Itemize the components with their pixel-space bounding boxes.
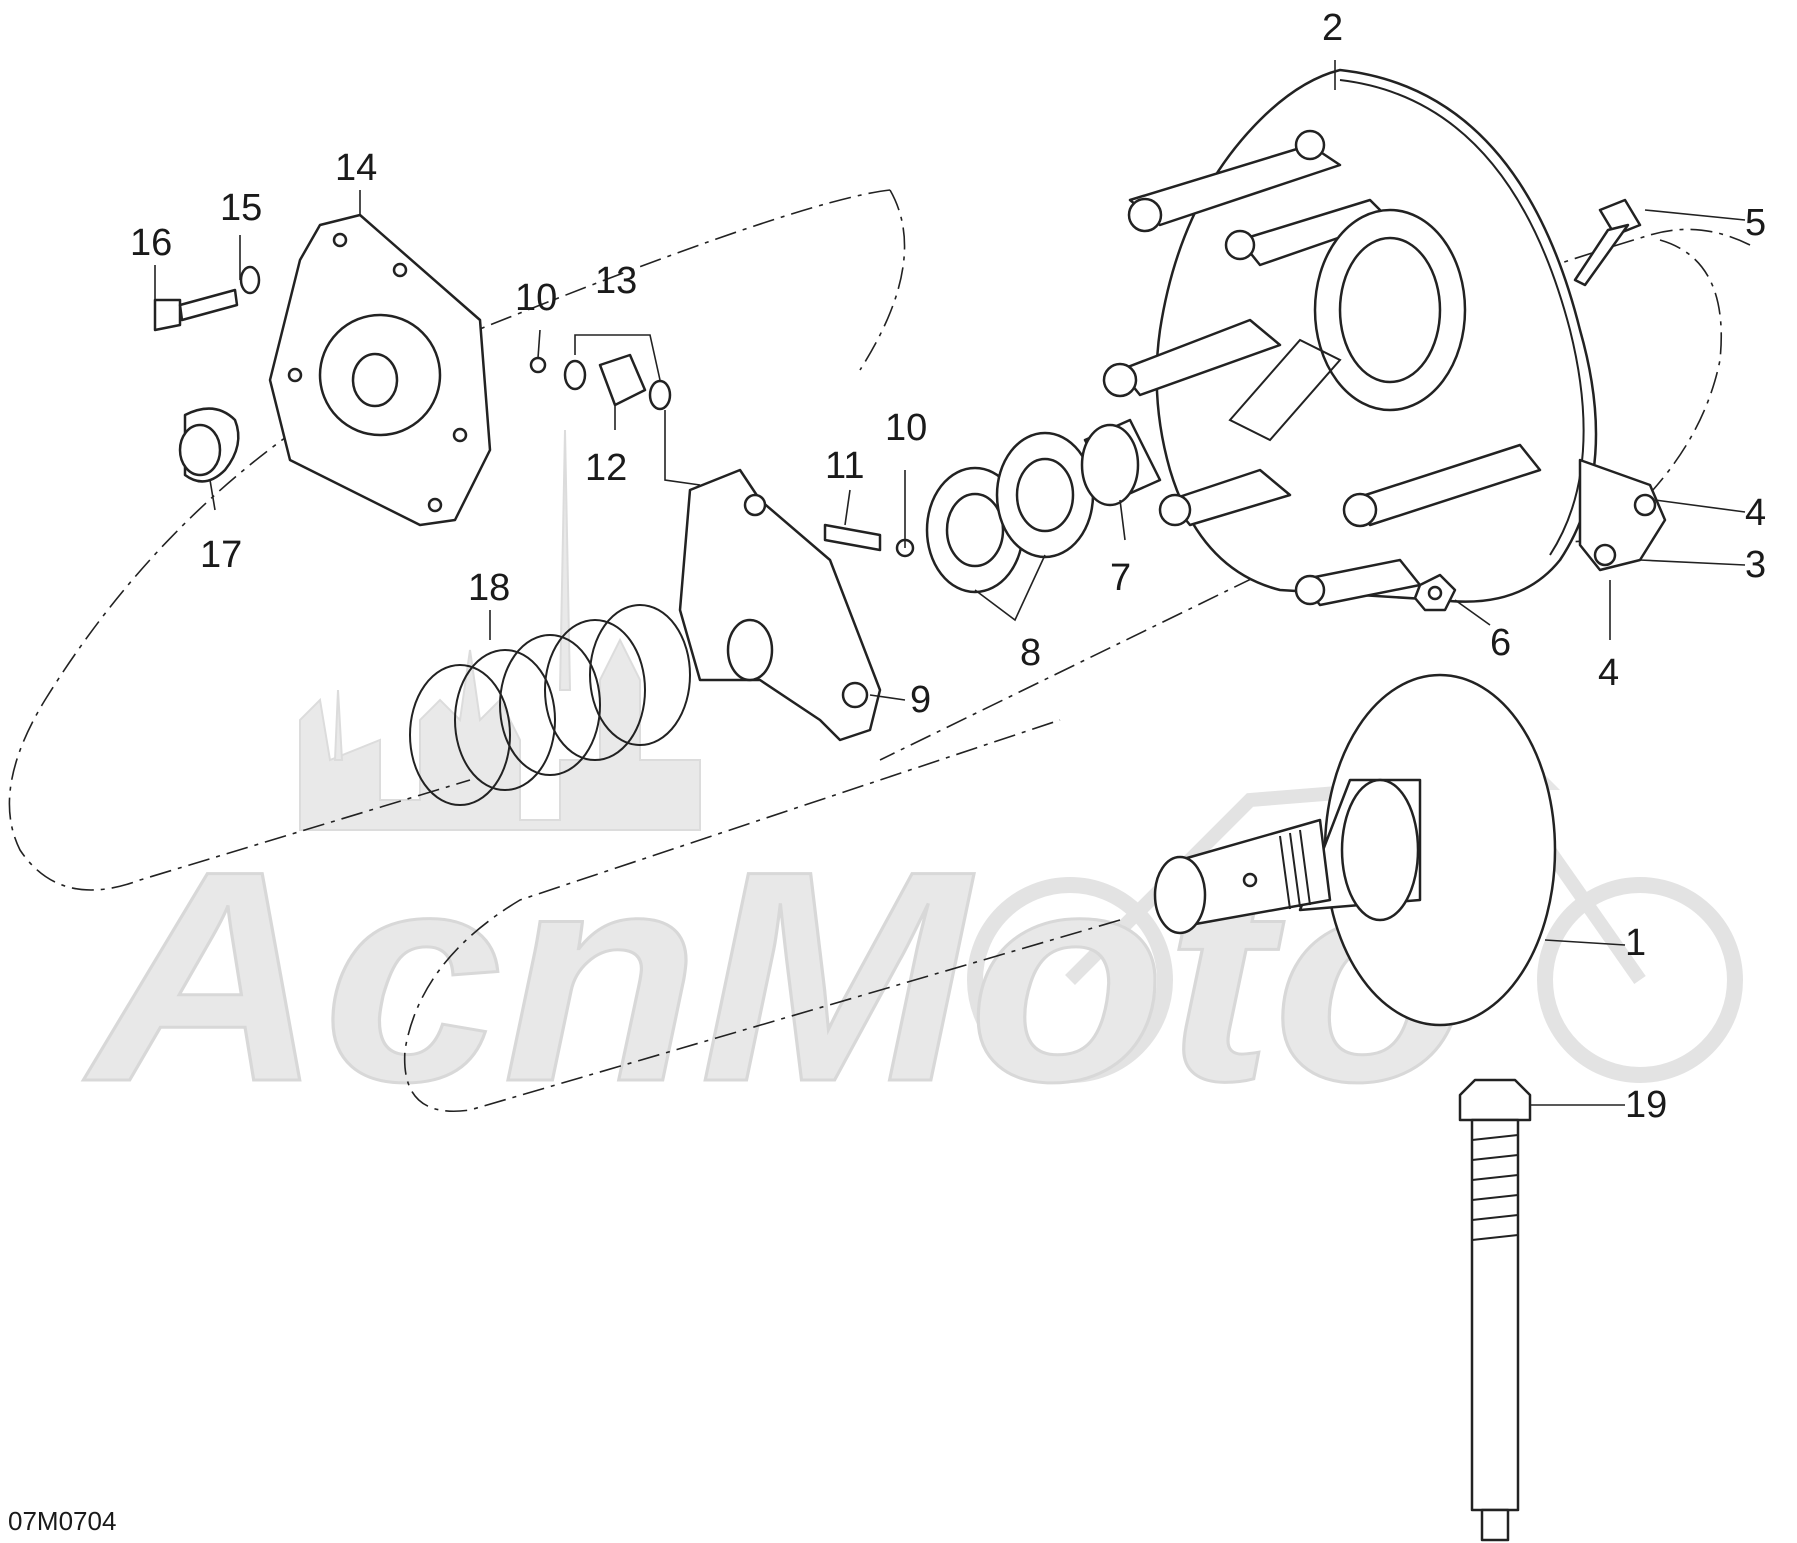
part-9-spider bbox=[678, 468, 882, 742]
part-18-spring bbox=[409, 604, 691, 806]
callout-labels: 1 2 3 4 4 5 6 7 8 9 10 10 11 12 13 14 15… bbox=[130, 7, 1766, 1126]
callout-13: 13 bbox=[595, 260, 637, 302]
callout-5: 5 bbox=[1745, 202, 1766, 244]
part-6-nut bbox=[1413, 573, 1457, 612]
callout-11: 11 bbox=[825, 445, 864, 487]
callout-2: 2 bbox=[1322, 7, 1343, 49]
callout-4-upper: 4 bbox=[1745, 492, 1766, 534]
part-1-sheave bbox=[1153, 673, 1557, 1027]
callout-3: 3 bbox=[1745, 544, 1766, 586]
part-19-bolt bbox=[1458, 1078, 1532, 1542]
part-16-bolt bbox=[153, 288, 239, 332]
callout-19: 19 bbox=[1625, 1084, 1667, 1126]
callout-4-lower: 4 bbox=[1598, 652, 1619, 694]
callout-10-upper: 10 bbox=[515, 277, 557, 319]
part-5-screw bbox=[1573, 198, 1642, 287]
callout-14: 14 bbox=[335, 147, 377, 189]
callout-18: 18 bbox=[468, 567, 510, 609]
callout-17: 17 bbox=[200, 534, 242, 576]
part-7-sleeve bbox=[1080, 418, 1162, 507]
watermark-castle bbox=[299, 429, 701, 831]
callout-12: 12 bbox=[585, 447, 627, 489]
callout-16: 16 bbox=[130, 222, 172, 264]
callout-8: 8 bbox=[1020, 632, 1041, 674]
callout-9: 9 bbox=[910, 679, 931, 721]
part-11-pin bbox=[823, 523, 882, 552]
part-15-washer bbox=[239, 265, 261, 295]
callout-10-lower: 10 bbox=[885, 407, 927, 449]
part-17-bushing bbox=[178, 407, 240, 483]
part-10-ball-upper bbox=[529, 356, 547, 374]
part-8-washers bbox=[925, 431, 1095, 594]
part-14-cover bbox=[268, 213, 492, 527]
drawing-code: 07M0704 bbox=[8, 1506, 116, 1536]
callout-7: 7 bbox=[1110, 557, 1131, 599]
part-12-roller bbox=[563, 353, 672, 411]
leader-lines bbox=[154, 60, 1746, 1106]
callout-1: 1 bbox=[1625, 922, 1646, 964]
callout-15: 15 bbox=[220, 187, 262, 229]
part-2-housing bbox=[1102, 68, 1598, 607]
part-3-lever bbox=[1578, 458, 1667, 572]
callout-6: 6 bbox=[1490, 622, 1511, 664]
